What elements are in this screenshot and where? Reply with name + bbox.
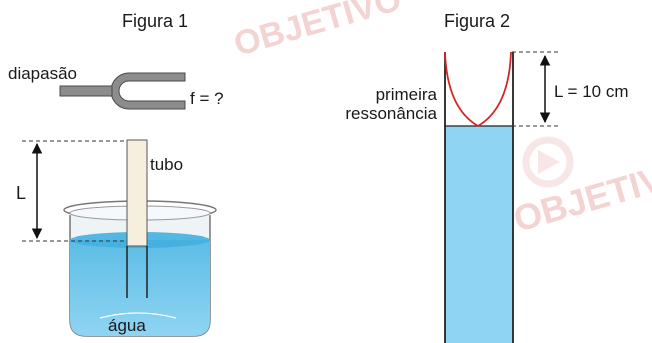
watermark-right: OBJETIVO [509,150,652,240]
resonance-length-label: L = 10 cm [554,82,629,101]
tube [126,139,148,298]
watermark-logo-icon [522,136,574,188]
frequency-label: f = ? [190,89,224,108]
tube-label: tubo [150,155,183,174]
resonance-tube [444,52,514,343]
tuning-fork-label: diapasão [8,64,77,83]
length-label: L [16,183,26,203]
water-label: água [108,316,146,335]
figure2-title: Figura 2 [444,11,510,31]
watermark-top: OBJETIVO [230,0,406,64]
water [70,240,210,336]
resonance-label-line2: ressonância [345,104,437,123]
tuning-fork-icon [59,72,186,110]
resonance-label-line1: primeira [376,85,438,104]
standing-wave [444,51,512,128]
figure1-title: Figura 1 [122,11,188,31]
